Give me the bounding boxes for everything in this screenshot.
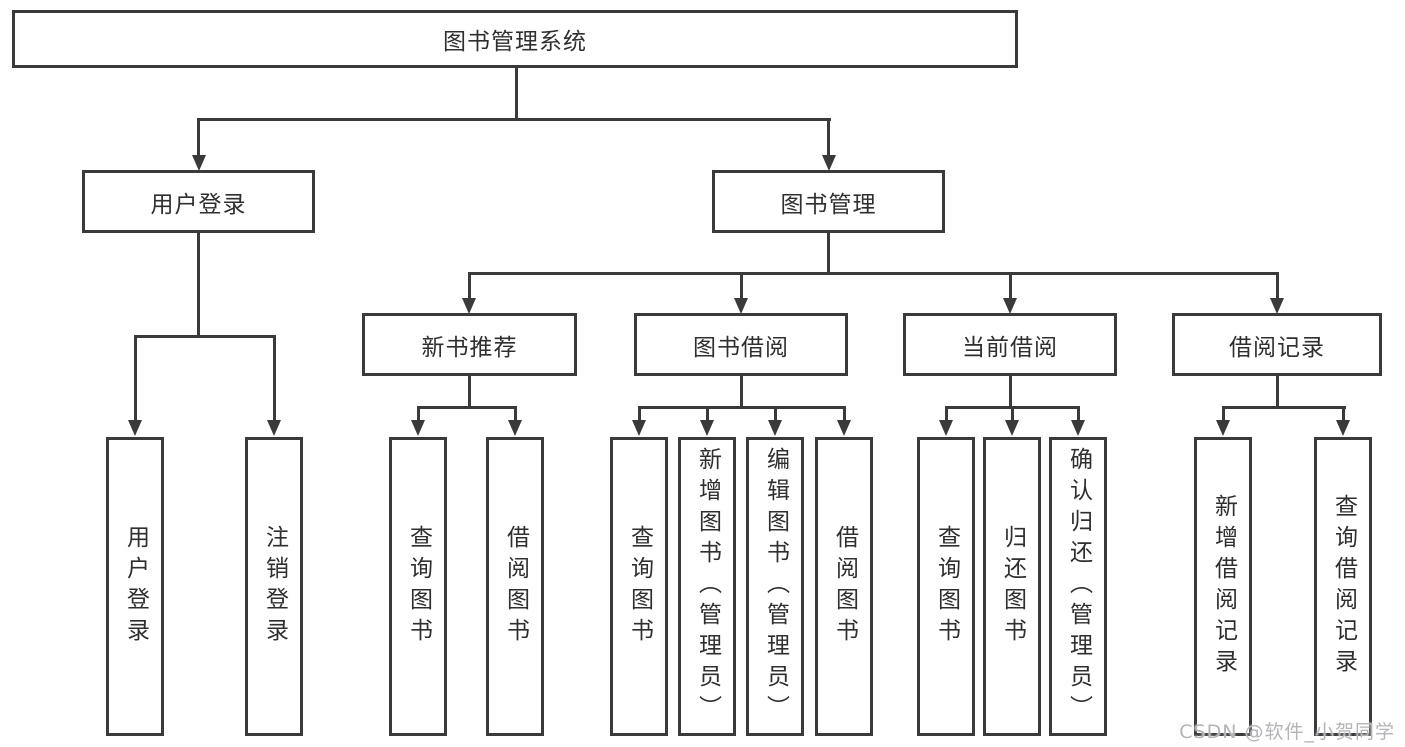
- connector-book-borrowing-split: [638, 406, 846, 409]
- leaf-add-borrow-record: 新增借阅记录: [1194, 437, 1252, 736]
- arrowhead-book-borrowing: [734, 298, 748, 314]
- leaf-borrow-books-2: 借阅图书: [815, 437, 873, 736]
- connector-book-management-stem: [827, 233, 830, 275]
- leaf-add-book-admin: 新增图书（管理员）: [678, 437, 736, 736]
- connector-drop-book-management: [827, 118, 830, 157]
- leaf-query-books-2-label: 查询图书: [626, 524, 653, 649]
- arrowhead-add-record: [1216, 420, 1230, 436]
- connector-drop-leaf-logout: [273, 335, 276, 422]
- arrowhead-new-book: [462, 298, 476, 314]
- connector-borrowing-records-split: [1222, 406, 1346, 409]
- arrowhead-confirm-return: [1071, 420, 1085, 436]
- watermark: CSDN @软件_小贺同学: [1179, 721, 1395, 743]
- node-book-management: 图书管理: [712, 170, 945, 233]
- connector-book-borrowing-stem: [740, 376, 743, 409]
- arrowhead-return-books: [1005, 420, 1019, 436]
- connector-drop-current-borrowing: [1009, 272, 1012, 299]
- arrowhead-borrow-books-1: [508, 420, 522, 436]
- leaf-query-books-2: 查询图书: [610, 437, 668, 736]
- leaf-query-books-1: 查询图书: [389, 437, 447, 736]
- connector-drop-query-books-3: [945, 406, 948, 422]
- leaf-return-books: 归还图书: [983, 437, 1041, 736]
- leaf-user-login-label: 用户登录: [122, 524, 149, 649]
- leaf-borrow-books-2-label: 借阅图书: [831, 524, 858, 649]
- arrowhead-query-record: [1336, 420, 1350, 436]
- leaf-query-books-3-label: 查询图书: [933, 524, 960, 649]
- connector-drop-edit-book: [774, 406, 777, 422]
- node-library-system: 图书管理系统: [12, 10, 1018, 68]
- node-current-borrowing: 当前借阅: [903, 313, 1117, 376]
- node-borrowing-records-label: 借阅记录: [1229, 334, 1325, 361]
- leaf-confirm-return-admin-label: 确认归还（管理员）: [1065, 447, 1092, 726]
- arrowhead-borrow-books-2: [837, 420, 851, 436]
- connector-drop-confirm-return: [1077, 406, 1080, 422]
- arrowhead-query-books-2: [632, 420, 646, 436]
- node-new-book-recommendation: 新书推荐: [362, 313, 577, 376]
- leaf-confirm-return-admin: 确认归还（管理员）: [1049, 437, 1107, 736]
- node-current-borrowing-label: 当前借阅: [962, 334, 1058, 361]
- connector-drop-add-book: [706, 406, 709, 422]
- arrowhead-book-management: [822, 155, 836, 171]
- leaf-edit-book-admin: 编辑图书（管理员）: [746, 437, 804, 736]
- arrowhead-borrowing-records: [1270, 298, 1284, 314]
- connector-drop-leaf-user-login: [134, 335, 137, 422]
- leaf-user-login: 用户登录: [106, 437, 164, 736]
- node-book-borrowing-label: 图书借阅: [693, 334, 789, 361]
- leaf-return-books-label: 归还图书: [999, 524, 1026, 649]
- leaf-query-borrow-record-label: 查询借阅记录: [1330, 493, 1357, 680]
- node-user-login-label: 用户登录: [150, 191, 247, 218]
- connector-user-login-split: [134, 335, 276, 338]
- leaf-add-book-admin-label: 新增图书（管理员）: [694, 447, 721, 726]
- node-borrowing-records: 借阅记录: [1172, 313, 1382, 376]
- connector-book-management-split: [468, 272, 1279, 275]
- connector-new-book-stem: [468, 376, 471, 409]
- connector-borrowing-records-stem: [1276, 376, 1279, 409]
- leaf-query-borrow-record: 查询借阅记录: [1314, 437, 1372, 736]
- arrowhead-current-borrowing: [1003, 298, 1017, 314]
- leaf-logout-label: 注销登录: [261, 524, 288, 649]
- leaf-add-borrow-record-label: 新增借阅记录: [1210, 493, 1237, 680]
- connector-drop-borrow-books-2: [843, 406, 846, 422]
- node-new-book-recommendation-label: 新书推荐: [421, 334, 518, 361]
- arrowhead-leaf-logout: [267, 420, 281, 436]
- node-book-borrowing: 图书借阅: [634, 313, 848, 376]
- connector-drop-add-record: [1222, 406, 1225, 422]
- leaf-edit-book-admin-label: 编辑图书（管理员）: [762, 447, 789, 726]
- node-library-system-label: 图书管理系统: [443, 29, 587, 55]
- connector-drop-query-books-1: [417, 406, 420, 422]
- connector-drop-borrowing-records: [1276, 272, 1279, 299]
- connector-user-login-stem: [197, 233, 200, 335]
- leaf-logout: 注销登录: [245, 437, 303, 736]
- leaf-query-books-1-label: 查询图书: [405, 524, 432, 649]
- connector-root-stem: [515, 68, 518, 121]
- connector-drop-user-login: [197, 118, 200, 157]
- connector-drop-query-record: [1342, 406, 1345, 422]
- leaf-query-books-3: 查询图书: [917, 437, 975, 736]
- node-user-login: 用户登录: [82, 170, 315, 233]
- arrowhead-add-book: [700, 420, 714, 436]
- connector-drop-return-books: [1011, 406, 1014, 422]
- connector-root-split: [197, 118, 831, 121]
- leaf-borrow-books-1-label: 借阅图书: [502, 524, 529, 649]
- arrowhead-query-books-3: [939, 420, 953, 436]
- arrowhead-user-login: [192, 155, 206, 171]
- arrowhead-query-books-1: [411, 420, 425, 436]
- connector-drop-query-books-2: [638, 406, 641, 422]
- connector-drop-book-borrowing: [740, 272, 743, 299]
- connector-new-book-split: [417, 406, 517, 409]
- leaf-borrow-books-1: 借阅图书: [486, 437, 544, 736]
- connector-drop-borrow-books-1: [514, 406, 517, 422]
- connector-current-borrowing-stem: [1009, 376, 1012, 409]
- node-book-management-label: 图书管理: [780, 191, 877, 218]
- arrowhead-leaf-user-login: [128, 420, 142, 436]
- connector-drop-new-book: [468, 272, 471, 299]
- arrowhead-edit-book: [768, 420, 782, 436]
